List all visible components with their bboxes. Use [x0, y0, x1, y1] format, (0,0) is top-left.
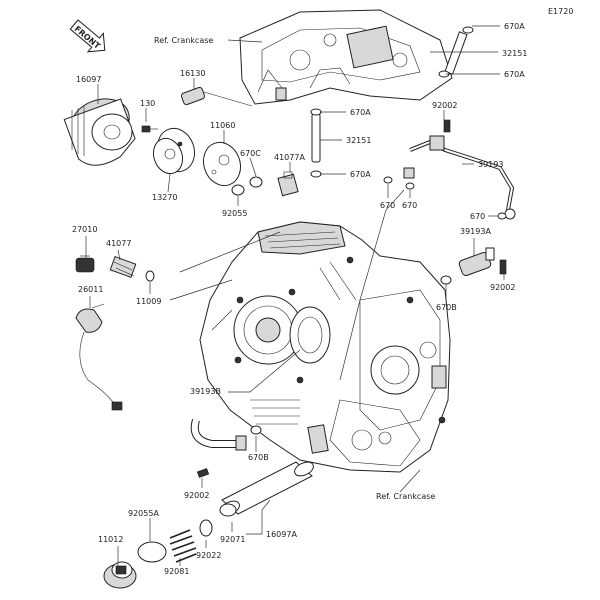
label-670a-2: 670A [504, 70, 525, 79]
label-92071: 92071 [220, 535, 245, 544]
plate-13270 [152, 127, 196, 175]
washer-92022 [199, 519, 213, 537]
leader-lines [85, 25, 505, 566]
pipe-32151-middle [310, 108, 322, 178]
o-ring-670b-right [440, 275, 452, 285]
bolt-92002-upper [443, 119, 451, 133]
label-32151-1: 32151 [502, 49, 527, 58]
label-670-3: 670 [470, 212, 485, 221]
part-16130 [180, 86, 253, 107]
label-16130: 16130 [180, 69, 205, 78]
label-ref-crankcase-top: Ref. Crankcase [154, 36, 213, 45]
part-41077 [109, 256, 137, 278]
gasket-11060 [202, 141, 242, 187]
switch-27010 [75, 255, 95, 273]
oil-filter [63, 98, 136, 166]
bolt-92002-right [499, 259, 507, 275]
bolt-92002-lower [196, 468, 210, 478]
label-92002-1: 92002 [432, 101, 457, 110]
label-92081: 92081 [164, 567, 189, 576]
lower-crankcase [199, 221, 451, 473]
oil-pipe-39193 [403, 135, 516, 220]
label-39193a: 39193A [460, 227, 491, 236]
label-11012: 11012 [98, 535, 123, 544]
label-92055: 92055 [222, 209, 247, 218]
elbow-39193a [458, 247, 495, 277]
label-670a-3: 670A [350, 108, 371, 117]
label-92002-2: 92002 [490, 283, 515, 292]
label-670c: 670C [240, 149, 261, 158]
label-11060: 11060 [210, 121, 235, 130]
o-ring-92055a [137, 541, 167, 563]
part-41077a [277, 171, 299, 197]
label-39193: 39193 [478, 160, 503, 169]
front-arrow-icon: FRONT [69, 19, 106, 53]
washer-11009 [145, 270, 155, 282]
sensor-26011 [75, 303, 123, 411]
plug-11012 [103, 561, 137, 589]
label-670b-2: 670B [248, 453, 269, 462]
label-670a-1: 670A [504, 22, 525, 31]
label-670b-1: 670B [436, 303, 457, 312]
o-ring-670-1 [383, 176, 393, 184]
label-39193b: 39193B [190, 387, 221, 396]
label-13270: 13270 [152, 193, 177, 202]
diagram-code: E1720 [548, 7, 573, 16]
label-41077: 41077 [106, 239, 131, 248]
label-92002-3: 92002 [184, 491, 209, 500]
label-11009: 11009 [136, 297, 161, 306]
label-16097: 16097 [76, 75, 101, 84]
label-670-1: 670 [380, 201, 395, 210]
o-ring-670c [249, 176, 263, 188]
bolt-130 [141, 125, 158, 133]
upper-crankcase [239, 9, 453, 105]
o-ring-670-3 [497, 212, 507, 220]
spring-92081 [169, 529, 197, 563]
label-16097a: 16097A [266, 530, 297, 539]
o-ring-670b-lower [250, 425, 262, 435]
label-92055a: 92055A [128, 509, 159, 518]
ring-92071 [219, 503, 237, 517]
label-670-2: 670 [402, 201, 417, 210]
label-27010: 27010 [72, 225, 97, 234]
label-670a-4: 670A [350, 170, 371, 179]
o-ring-670-2 [405, 182, 415, 190]
label-ref-crankcase-bottom: Ref. Crankcase [376, 492, 435, 501]
label-130: 130 [140, 99, 155, 108]
label-32151-2: 32151 [346, 136, 371, 145]
pipe-32151-upper [438, 26, 474, 78]
elbow-39193b [190, 418, 247, 451]
part-labels: Ref. Crankcase 16097 130 13270 16130 110… [72, 22, 527, 576]
o-ring-92055 [231, 184, 245, 196]
label-92022: 92022 [196, 551, 221, 560]
label-26011: 26011 [78, 285, 103, 294]
label-41077a: 41077A [274, 153, 305, 162]
